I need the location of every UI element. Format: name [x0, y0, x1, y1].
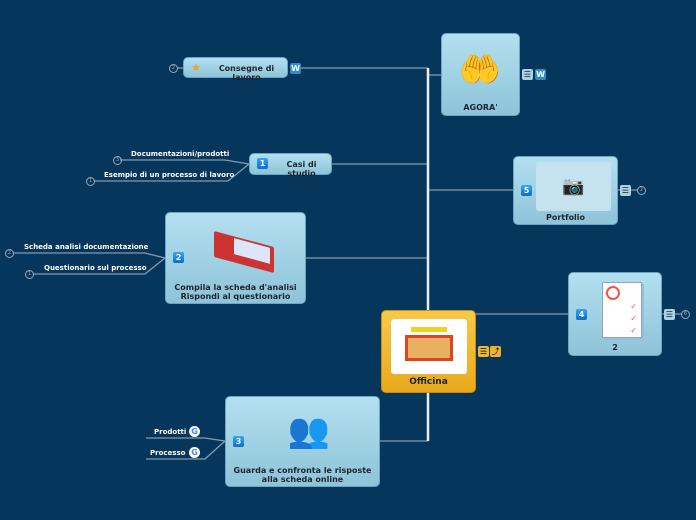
node-casi-di-studio[interactable]: Casi di studio — [249, 153, 332, 178]
book-with-pen-image — [214, 230, 274, 274]
child-count[interactable]: 2 — [169, 64, 178, 73]
hand-with-coins-image: 🤲 — [458, 50, 502, 90]
child-count[interactable]: 3 — [113, 156, 122, 165]
node-label: AGORA' — [463, 103, 498, 112]
child-label[interactable]: Esempio di un processo di lavoro — [104, 171, 235, 179]
priority-badge: 1 — [257, 158, 268, 169]
node-label: Compila la scheda d'analisi — [174, 283, 297, 292]
child-label[interactable]: Documentazioni/prodotti — [131, 150, 230, 158]
node-label: alla scheda online — [261, 475, 344, 484]
toolbox-image — [391, 319, 467, 374]
node-label: Portfolio — [545, 213, 586, 222]
node-guarda[interactable]: 👥 Guarda e confronta le risposte alla sc… — [225, 396, 380, 487]
camera-placeholder: 📷 — [536, 162, 611, 211]
node-label: Casi di studio — [286, 160, 317, 178]
priority-badge: 3 — [233, 436, 244, 447]
google-icon[interactable]: G — [189, 426, 200, 437]
central-node-label: Officina — [409, 377, 448, 387]
child-label[interactable]: Processo — [150, 449, 186, 457]
priority-badge: 5 — [521, 185, 532, 196]
child-count[interactable]: 1 — [25, 270, 34, 279]
child-count[interactable]: 2 — [5, 249, 14, 258]
priority-badge: 4 — [576, 309, 587, 320]
node-label: Consegne di lavoro — [218, 64, 275, 82]
people-group-image: 👥 — [287, 411, 331, 451]
node-agora[interactable]: 🤲 AGORA' — [441, 33, 520, 116]
node-compila[interactable]: Compila la scheda d'analisi Rispondi al … — [165, 212, 306, 304]
child-label[interactable]: Scheda analisi documentazione — [24, 243, 149, 251]
child-count[interactable]: 2 — [637, 186, 646, 195]
child-label[interactable]: Prodotti — [154, 428, 187, 436]
node-consegne[interactable]: ★ Consegne di lavoro — [183, 57, 288, 82]
node-label: Rispondi al questionario — [180, 292, 291, 301]
child-count[interactable]: 1 — [86, 177, 95, 186]
priority-badge: 2 — [173, 252, 184, 263]
star-icon: ★ — [191, 61, 201, 74]
note-icon[interactable]: ☰ — [522, 69, 533, 80]
note-icon[interactable]: ☰ — [478, 346, 489, 357]
node-label: 2 — [612, 343, 618, 352]
checked-document-image: ✓✓✓ — [602, 282, 642, 338]
child-label[interactable]: Questionario sul processo — [44, 264, 147, 272]
wordpress-icon[interactable]: W — [535, 69, 546, 80]
child-count[interactable]: 6 — [681, 310, 690, 319]
node-label: Guarda e confronta le risposte — [233, 466, 372, 475]
note-icon[interactable]: ☰ — [664, 309, 675, 320]
note-icon[interactable]: ☰ — [620, 185, 631, 196]
google-icon[interactable]: G — [189, 447, 200, 458]
mindmap-link-icon[interactable]: ⤴ — [490, 346, 501, 357]
wordpress-icon[interactable]: W — [290, 63, 301, 74]
central-node-officina[interactable]: Officina — [381, 310, 476, 393]
